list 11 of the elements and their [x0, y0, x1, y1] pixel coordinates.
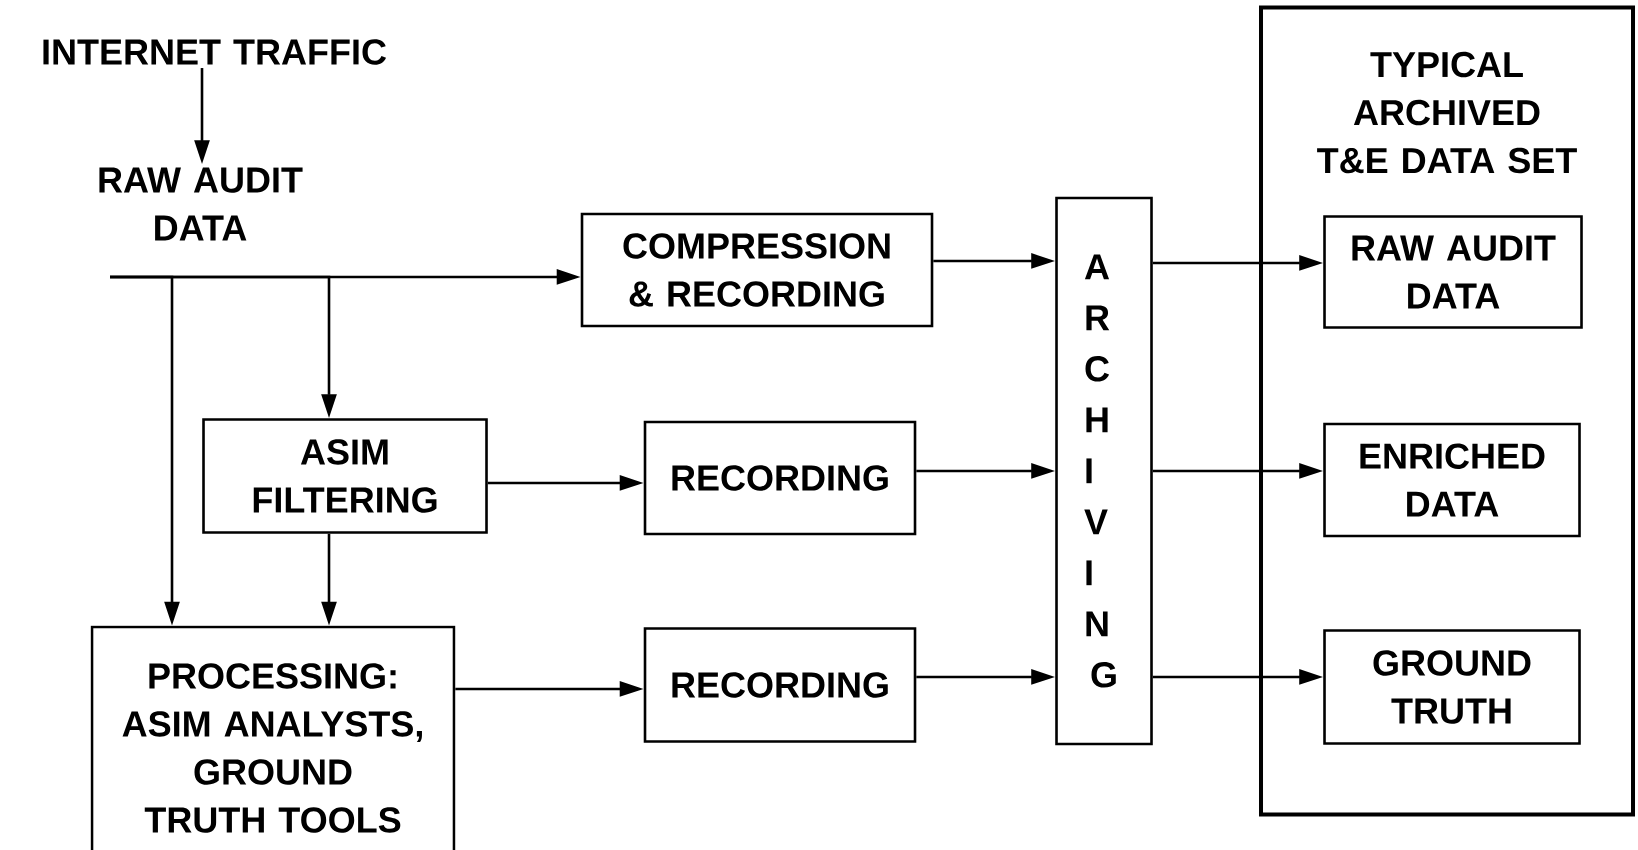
flow-label: RAW AUDIT DATA: [99, 167, 303, 241]
process-box: RECORDING: [643, 420, 917, 536]
process-box: COMPRESSION & RECORDING: [580, 212, 934, 328]
process-box: ASIM FILTERING: [202, 418, 488, 534]
flow-label: INTERNET TRAFFIC: [43, 39, 386, 65]
data-box: GROUND TRUTH: [1323, 629, 1581, 745]
data-box: ENRICHED DATA: [1323, 422, 1581, 538]
archiving-bar: ARCHIVING: [1055, 196, 1153, 746]
process-box: RECORDING: [643, 627, 917, 743]
process-box: PROCESSING: ASIM ANALYSTS, GROUND TRUTH TOOLS: [90, 625, 456, 850]
data-box: RAW AUDIT DATA: [1323, 215, 1583, 329]
